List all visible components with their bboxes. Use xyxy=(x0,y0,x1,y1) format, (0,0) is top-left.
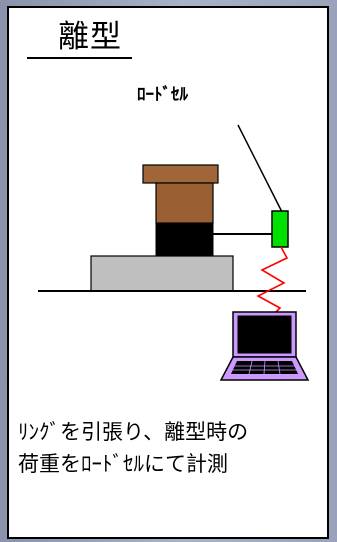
page-title: 離型 xyxy=(58,19,122,55)
load-cell-label: ﾛｰﾄﾞｾﾙ xyxy=(137,85,188,105)
base-block xyxy=(90,255,234,292)
signal-cable xyxy=(256,246,289,321)
ring-specimen xyxy=(155,222,214,257)
laptop-icon xyxy=(219,311,310,381)
caption-line-1: ﾘﾝｸﾞを引張り、離型時の xyxy=(18,420,249,444)
caption-line-2: 荷重をﾛｰﾄﾞｾﾙにて計測 xyxy=(18,452,228,476)
title-underline xyxy=(27,57,132,59)
caption-text: ﾘﾝｸﾞを引張り、離型時の 荷重をﾛｰﾄﾞｾﾙにて計測 xyxy=(18,416,336,480)
label-leader-line xyxy=(237,124,283,213)
load-cell-icon xyxy=(271,210,289,248)
mold-top-plate xyxy=(142,164,219,184)
mold-body xyxy=(155,182,214,224)
